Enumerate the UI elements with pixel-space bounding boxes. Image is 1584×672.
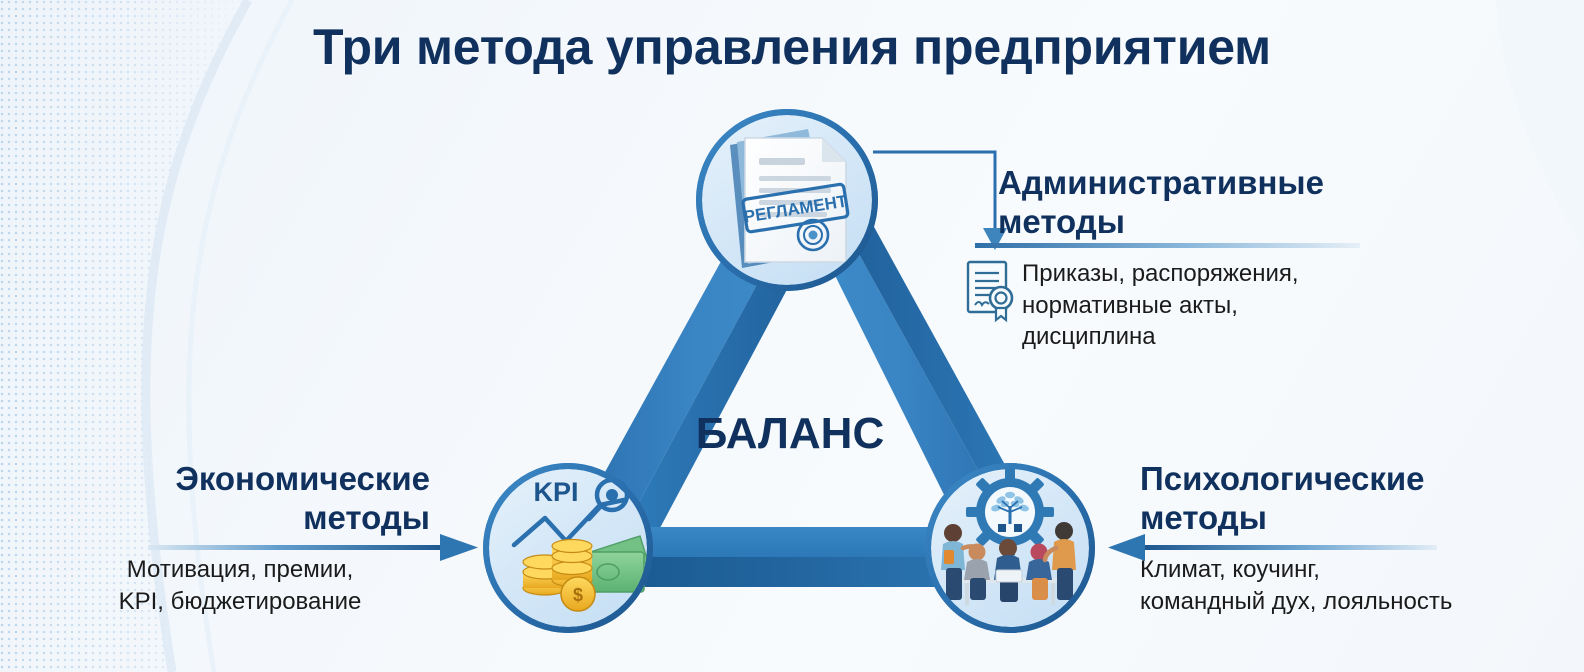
administrative-description: Приказы, распоряжения, нормативные акты,… — [1022, 258, 1442, 353]
psychological-title-line2: методы — [1140, 498, 1267, 536]
psychological-desc-line2: командный дух, лояльность — [1140, 587, 1453, 615]
svg-text:$: $ — [573, 585, 583, 605]
psychological-title: Психологические методы — [1140, 460, 1570, 537]
administrative-title: Административные методы — [998, 164, 1428, 241]
kpi-label: KPI — [533, 477, 578, 507]
economic-description: Мотивация, премии, KPI, бюджетирование — [40, 554, 440, 617]
economic-desc-line2: KPI, бюджетирование — [118, 587, 362, 615]
psychological-title-line1: Психологические — [1140, 460, 1425, 497]
administrative-title-line1: Административные — [998, 164, 1324, 201]
administrative-desc-line1: Приказы, распоряжения, — [1022, 260, 1299, 287]
team-gear-icon — [941, 468, 1076, 605]
center-balance-label: БАЛАНС — [695, 409, 885, 458]
left-node-circle[interactable]: KPI — [483, 463, 653, 633]
triangle-right-edge — [800, 205, 1048, 543]
connector-administrative — [873, 150, 1007, 250]
administrative-desc-line3: дисциплина — [1022, 323, 1156, 351]
economic-title-line2: методы — [303, 498, 430, 536]
economic-desc-line1: Мотивация, премии, — [126, 556, 354, 583]
psychological-desc-line1: Климат, коучинг, — [1140, 556, 1320, 583]
top-node-circle[interactable]: РЕГЛАМЕНТ — [696, 109, 878, 291]
page-title: Три метода управления предприятием — [313, 19, 1271, 75]
certificate-seal-icon — [966, 260, 1014, 323]
document-stamp-icon: РЕГЛАМЕНТ — [730, 129, 850, 268]
psychological-description: Климат, коучинг, командный дух, лояльнос… — [1140, 554, 1580, 617]
economic-title: Экономические методы — [60, 460, 430, 537]
administrative-title-line2: методы — [998, 202, 1125, 240]
divider-administrative — [975, 243, 1360, 248]
connector-economic — [148, 534, 478, 561]
administrative-desc-line2: нормативные акты, — [1022, 291, 1238, 319]
connector-psychological — [1108, 534, 1437, 561]
right-node-circle[interactable] — [925, 463, 1095, 633]
economic-title-line1: Экономические — [175, 460, 430, 497]
